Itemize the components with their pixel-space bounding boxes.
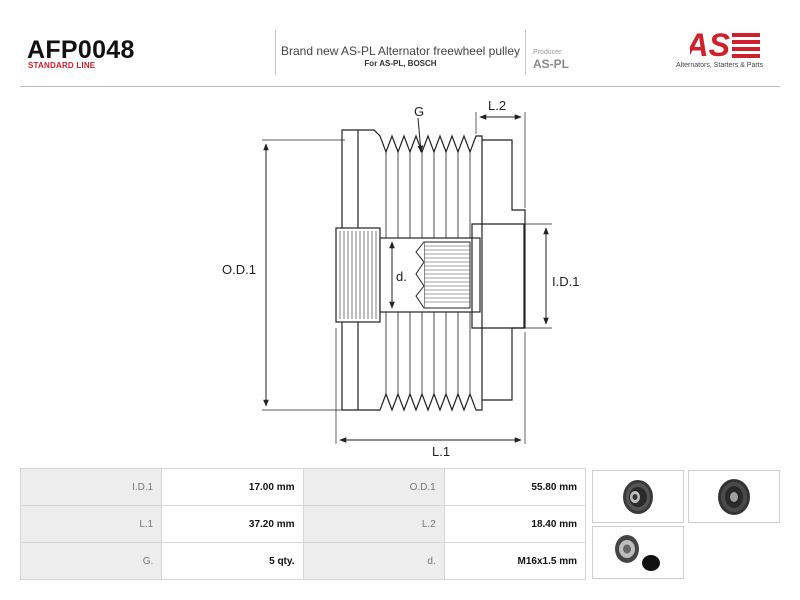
label-d: d. [396,269,407,284]
header-rule [20,86,780,87]
label-l1: L.1 [432,444,450,459]
spec-label: O.D.1 [302,468,445,506]
spec-label: d. [302,542,445,580]
label-id1: I.D.1 [552,274,579,289]
pulley-front-photo[interactable] [592,470,684,523]
thread-section [415,241,471,309]
splined-bore [335,227,381,323]
part-code: AFP0048 [27,36,135,64]
page-header: AFP0048 STANDARD LINE Brand new AS-PL Al… [0,0,800,88]
logo-stripe [732,47,760,51]
pulley-side-photo[interactable] [688,470,780,523]
spec-value: 5 qty. [161,542,304,580]
spec-value: 18.40 mm [443,505,587,543]
spec-label: I.D.1 [19,468,163,506]
header-divider [275,30,276,75]
pulley-ribbed-body [358,129,483,412]
producer-name: AS-PL [533,57,569,71]
producer-label: Producer [533,49,562,56]
table-row: L.1 37.20 mm L.2 18.40 mm [19,505,587,543]
spec-label: L.1 [19,505,163,543]
table-row: G. 5 qty. d. M16x1.5 mm [19,542,587,580]
spec-label: L.2 [302,505,445,543]
spec-value: 55.80 mm [443,468,587,506]
header-divider [525,30,526,75]
logo-stripe [732,33,760,37]
spec-value: 17.00 mm [161,468,304,506]
logo-text: AS [690,27,731,63]
product-line-label: STANDARD LINE [28,61,96,70]
label-l2: L.2 [488,98,506,113]
product-description: Brand new AS-PL Alternator freewheel pul… [280,44,521,58]
g-leader [417,117,424,153]
brand-logo: AS [690,27,760,63]
technical-drawing: G L.2 O.D.1 I.D.1 d. L.1 [222,98,579,459]
spec-label: G. [19,542,163,580]
table-row: I.D.1 17.00 mm O.D.1 55.80 mm [19,468,587,506]
spec-value: 37.20 mm [161,505,304,543]
product-fitment: For AS-PL, BOSCH [364,59,437,68]
spec-table: I.D.1 17.00 mm O.D.1 55.80 mm L.1 37.20 … [19,468,587,580]
logo-stripe [732,40,760,44]
logo-tagline: Alternators, Starters & Parts [676,62,764,69]
label-g: G [414,104,424,119]
pulley-with-cap-photo[interactable] [592,526,684,579]
right-hub [482,139,526,401]
logo-stripe [732,54,760,58]
label-od1: O.D.1 [222,262,256,277]
spec-value: M16x1.5 mm [443,542,587,580]
